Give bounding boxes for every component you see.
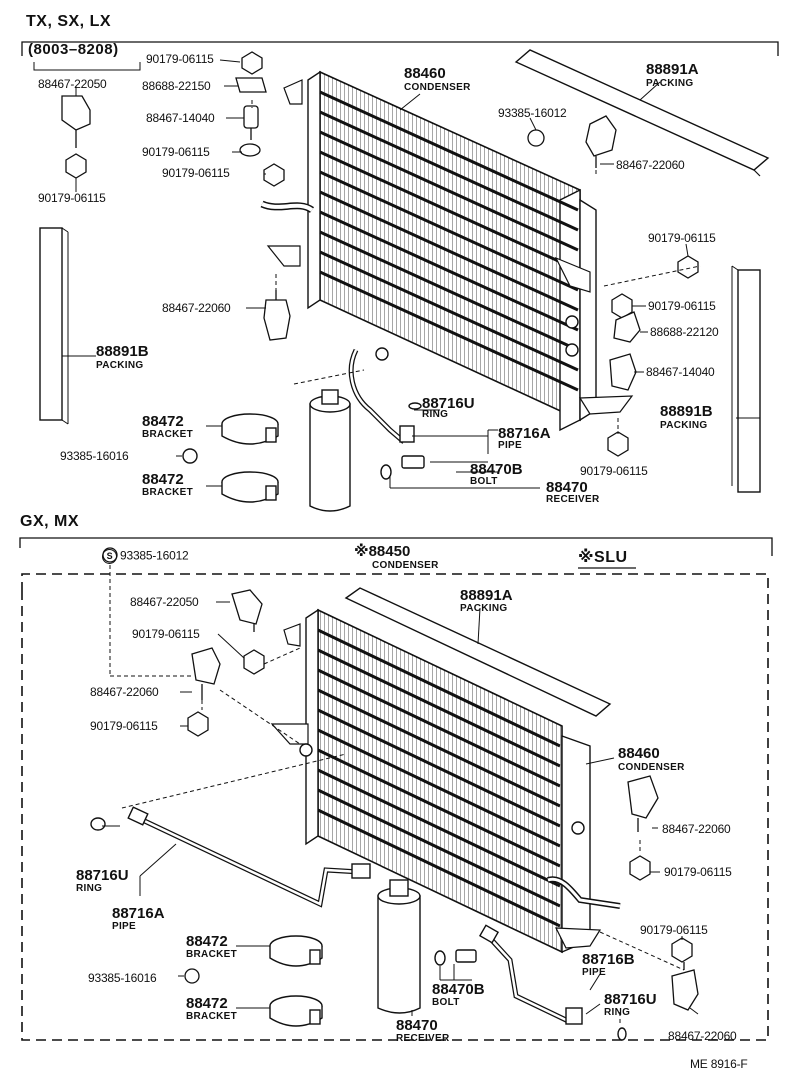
bottom-bracket-a-number: 88472 [186, 933, 228, 950]
bottom-pipe-b-number: 88716B [582, 951, 635, 968]
packing-b-right-strip [737, 269, 761, 493]
bottom-condenser-slu-name: CONDENSER [372, 560, 439, 571]
top-section-bracket [21, 41, 779, 56]
label-93385-16012: 93385-16012 [498, 106, 567, 120]
label-93385-16016: 93385-16016 [60, 449, 129, 463]
top-bracket-b-number: 88472 [142, 471, 184, 488]
bottom-pipe-a-name: PIPE [112, 921, 136, 932]
label-88467-14040-b: 88467-14040 [646, 365, 715, 379]
label-90179-06115-c: 90179-06115 [162, 166, 230, 180]
bottom-condenser-name: CONDENSER [618, 762, 685, 773]
top-packing-b-right-name: PACKING [660, 420, 708, 431]
bottom-pipe-a-number: 88716A [112, 905, 165, 922]
label-bottom-88467-22050: 88467-22050 [130, 595, 199, 609]
label-bottom-88467-22060-b: 88467-22060 [662, 822, 731, 836]
top-bolt-name: BOLT [470, 476, 498, 487]
top-receiver-name: RECEIVER [546, 494, 600, 505]
label-88467-22060-b: 88467-22060 [162, 301, 231, 315]
label-90179-06115-a: 90179-06115 [146, 52, 214, 66]
top-right-fasteners [527, 115, 699, 457]
top-packing-a-number: 88891A [646, 61, 699, 78]
s-mark-icon: S [102, 549, 117, 564]
top-packing-b-left-number: 88891B [96, 343, 149, 360]
top-packing-b-left-name: PACKING [96, 360, 144, 371]
top-section-range: (8003–8208) [28, 41, 119, 58]
label-bottom-90179-06115-b: 90179-06115 [90, 719, 158, 733]
top-bracket-a-number: 88472 [142, 413, 184, 430]
bottom-condenser-slu-number: ※88450 [354, 543, 411, 560]
bottom-ring-b-name: RING [604, 1007, 631, 1018]
label-bottom-88467-22060-c: 88467-22060 [668, 1029, 737, 1043]
top-condenser-name: CONDENSER [404, 82, 471, 93]
bottom-receiver-assembly [90, 806, 627, 1041]
top-condenser-number: 88460 [404, 65, 446, 82]
label-bottom-88467-22060-a: 88467-22060 [90, 685, 159, 699]
top-bracket-a-name: BRACKET [142, 429, 193, 440]
packing-b-left-strip [39, 227, 63, 421]
label-bottom-93385-16012-text: 93385-16012 [120, 548, 189, 563]
bottom-leader-lines [102, 601, 699, 1016]
bottom-condenser-number: 88460 [618, 745, 660, 762]
bottom-dashed-leaders [109, 565, 685, 1026]
top-packing-b-right-number: 88891B [660, 403, 713, 420]
label-90179-06115-e: 90179-06115 [648, 231, 716, 245]
bottom-bracket-a-name: BRACKET [186, 949, 237, 960]
footer-code: ME 8916-F [690, 1057, 748, 1071]
bottom-packing-a-number: 88891A [460, 587, 513, 604]
bottom-bolt-name: BOLT [432, 997, 460, 1008]
label-90179-06115-g: 90179-06115 [580, 464, 648, 478]
top-bracket-b-name: BRACKET [142, 487, 193, 498]
label-bottom-93385-16016: 93385-16016 [88, 971, 157, 985]
bottom-bracket-b-number: 88472 [186, 995, 228, 1012]
variant-bracket [33, 62, 141, 71]
condenser-core-bottom [270, 608, 621, 954]
bottom-ring-a-number: 88716U [76, 867, 129, 884]
label-88688-22120: 88688-22120 [650, 325, 719, 339]
bottom-packing-a-strip [344, 587, 612, 717]
bottom-pipe-b-name: PIPE [582, 967, 606, 978]
bottom-receiver-name: RECEIVER [396, 1033, 450, 1044]
slu-label: ※SLU [578, 549, 628, 566]
label-88467-14040-a: 88467-14040 [146, 111, 215, 125]
top-pipe-name: PIPE [498, 440, 522, 451]
label-88467-22050: 88467-22050 [38, 77, 107, 91]
top-receiver-assembly [182, 347, 425, 512]
bottom-receiver-number: 88470 [396, 1017, 438, 1034]
slu-boundary [21, 573, 769, 1041]
packing-a-strip [514, 49, 770, 171]
label-bottom-90179-06115-a: 90179-06115 [132, 627, 200, 641]
bottom-bolt-number: 88470B [432, 981, 485, 998]
top-section-title: TX, SX, LX [26, 13, 112, 30]
top-ring-number: 88716U [422, 395, 475, 412]
top-dashed-leaders [251, 100, 701, 434]
label-bottom-90179-06115-c: 90179-06115 [664, 865, 732, 879]
bottom-packing-a-name: PACKING [460, 603, 508, 614]
label-88467-22060-a: 88467-22060 [616, 158, 685, 172]
top-ring-name: RING [422, 409, 449, 420]
bottom-section-title: GX, MX [20, 513, 80, 530]
top-left-fasteners [61, 51, 291, 341]
label-90179-06115-d: 90179-06115 [38, 191, 106, 205]
top-receiver-number: 88470 [546, 479, 588, 496]
label-90179-06115-f: 90179-06115 [648, 299, 716, 313]
top-packing-a-name: PACKING [646, 78, 694, 89]
top-pipe-number: 88716A [498, 425, 551, 442]
bottom-ring-a-name: RING [76, 883, 103, 894]
bottom-ring-b-number: 88716U [604, 991, 657, 1008]
bottom-section-bracket [19, 537, 773, 556]
label-88688-22150: 88688-22150 [142, 79, 211, 93]
bottom-bracket-b-name: BRACKET [186, 1011, 237, 1022]
condenser-core-top [260, 70, 634, 432]
label-90179-06115-b: 90179-06115 [142, 145, 210, 159]
top-bolt-number: 88470B [470, 461, 523, 478]
top-leader-lines [62, 59, 760, 489]
label-bottom-90179-06115-d: 90179-06115 [640, 923, 708, 937]
